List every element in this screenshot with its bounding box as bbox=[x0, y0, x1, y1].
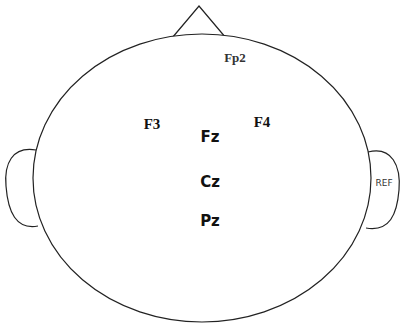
electrode-label: F3 bbox=[144, 117, 161, 132]
electrode-label: Fp2 bbox=[224, 51, 246, 64]
electrode-label: Fz bbox=[201, 130, 220, 145]
electrode-label: Cz bbox=[200, 175, 220, 190]
electrode-label: Pz bbox=[200, 214, 220, 229]
nose-outline bbox=[172, 6, 226, 38]
reference-label: REF bbox=[375, 179, 392, 188]
head-outline bbox=[33, 34, 371, 322]
electrode-label: F4 bbox=[254, 115, 271, 130]
